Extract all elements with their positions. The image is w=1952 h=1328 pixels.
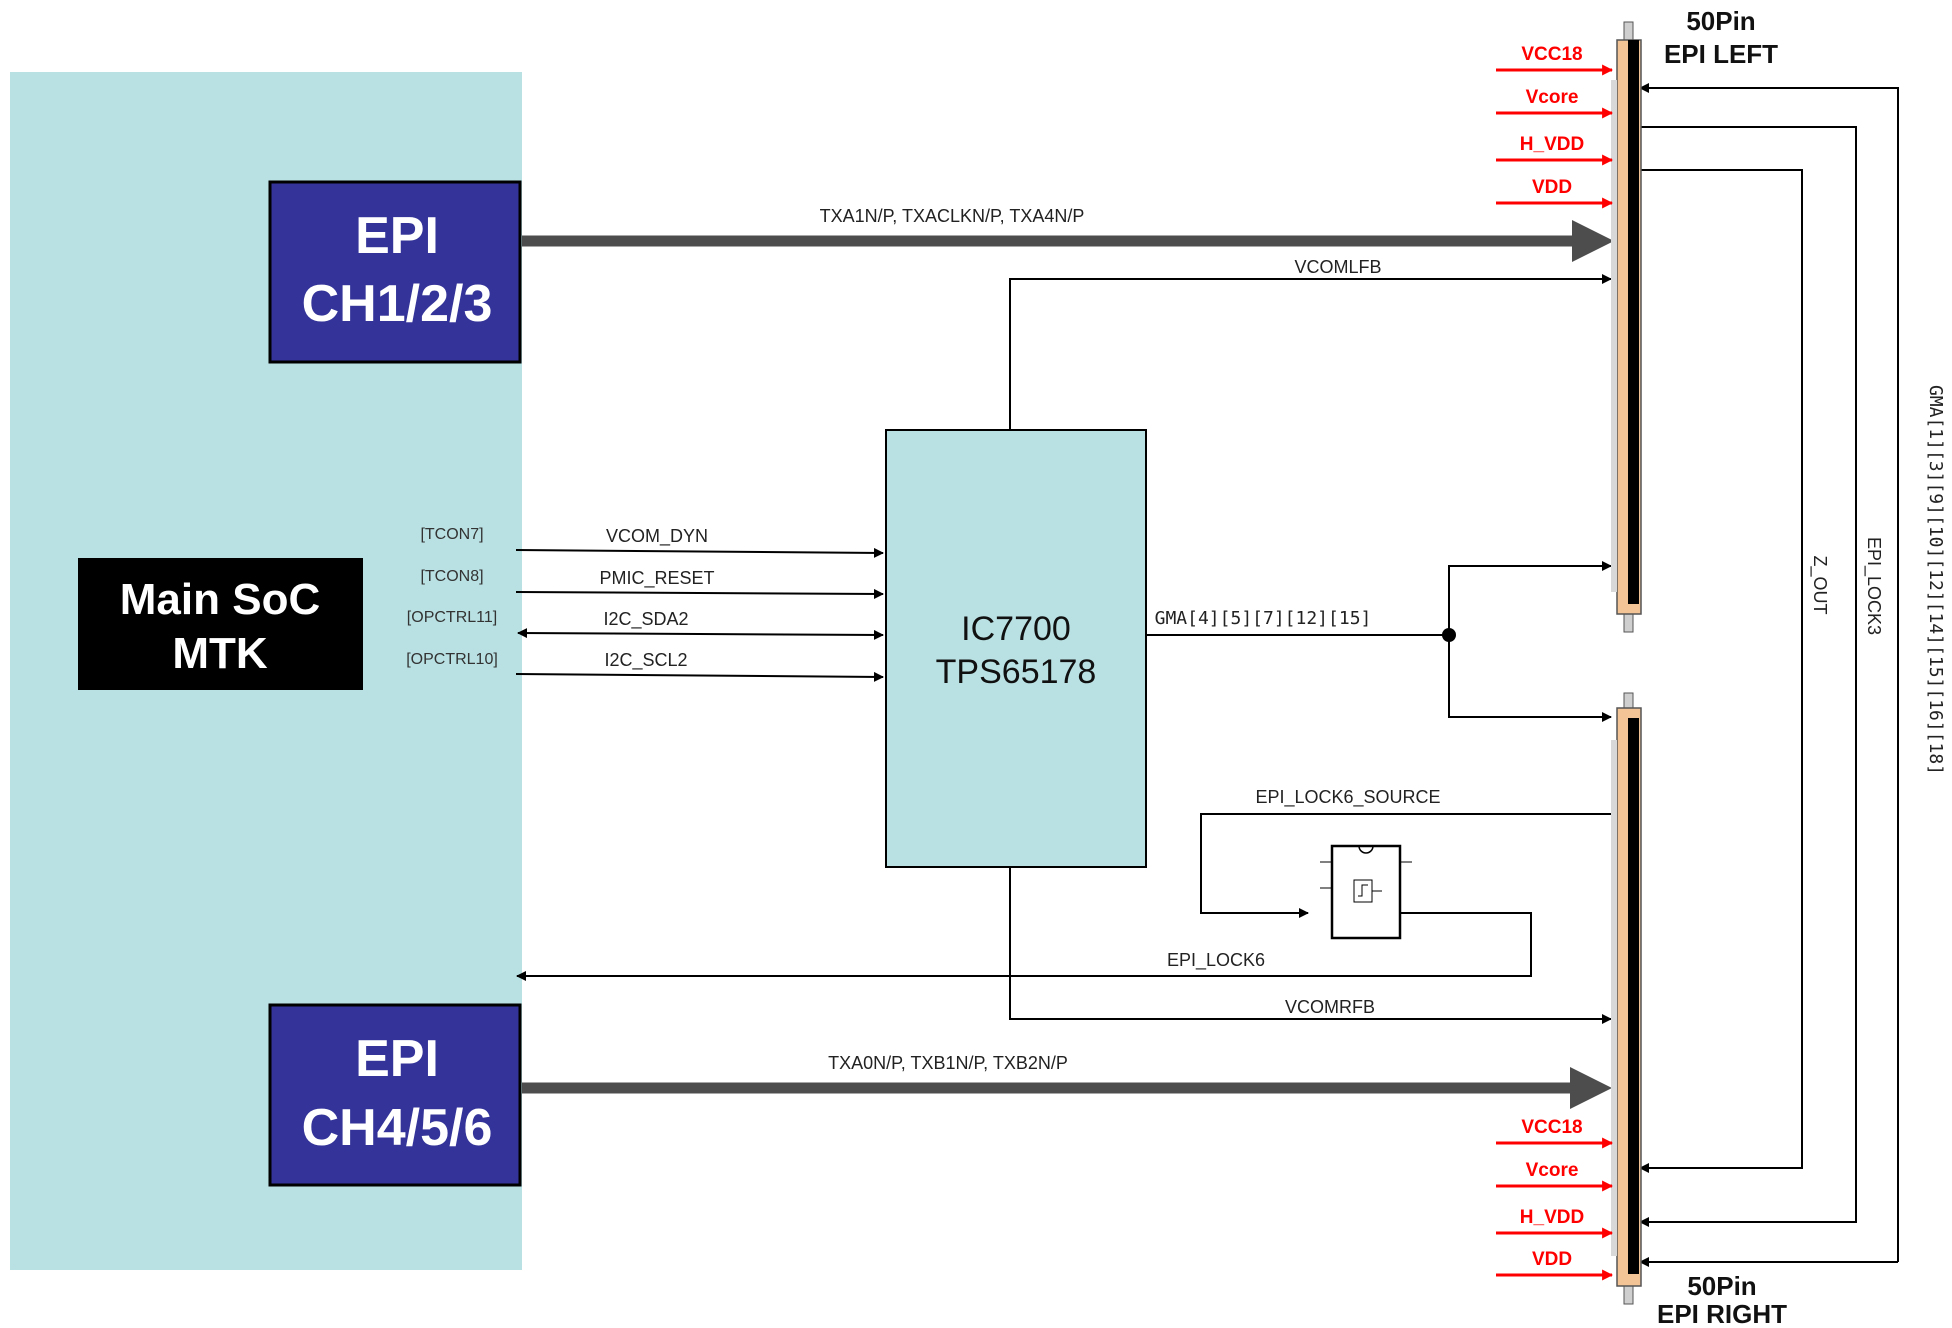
connector-left-line1: 50Pin [1686,6,1755,36]
sig-vcomrfb: VCOMRFB [1285,997,1375,1017]
epi-top-line1: EPI [355,207,439,265]
connector-epi-left: 50Pin EPI LEFT [1611,6,1778,633]
epi-bus-bottom: TXA0N/P, TXB1N/P, TXB2N/P [522,1053,1612,1109]
vcomrfb-net: VCOMRFB [1009,867,1612,1024]
power-label-vdd: VDD [1532,1249,1572,1270]
z-out-net: Z_OUT [1639,169,1830,1173]
power-label-h-vdd: H_VDD [1520,1207,1584,1228]
main-soc-line1: Main SoC [120,575,320,624]
epi-lock6-source-net: EPI_LOCK6_SOURCE [1200,787,1611,918]
epi-lock3-net: EPI_LOCK3 [1639,126,1884,1227]
pin-tcon8: [TCON8] [420,568,483,585]
power-label-vdd: VDD [1532,177,1572,198]
sig-epi-lock6-source: EPI_LOCK6_SOURCE [1255,787,1440,808]
epi-ch123-block: EPI CH1/2/3 [268,180,522,364]
connector-right-line2: EPI RIGHT [1657,1299,1787,1328]
epi-bottom-line1: EPI [355,1030,439,1088]
epi-ch456-block: EPI CH4/5/6 [268,1003,522,1187]
line-i2c-sda2 [517,628,884,640]
connector-right-line1: 50Pin [1687,1271,1756,1301]
sig-pmic-reset: PMIC_RESET [599,568,714,589]
connector-left-line2: EPI LEFT [1664,39,1778,69]
epi-bottom-line2: CH4/5/6 [302,1099,493,1157]
line-vcom-dyn [515,547,884,558]
sig-epi-lock6: EPI_LOCK6 [1167,950,1265,971]
pin-opctrl11: [OPCTRL11] [407,609,497,626]
power-label-vcore: Vcore [1526,1160,1579,1181]
power-label-vcc18: VCC18 [1521,44,1582,65]
epi-lock6-net: EPI_LOCK6 [516,912,1532,981]
sig-i2c-sda2: I2C_SDA2 [603,609,688,630]
power-label-vcore: Vcore [1526,87,1579,108]
pin-opctrl10: [OPCTRL10] [406,651,498,668]
gma-mid-net: GMA[4][5][7][12][15] [1146,561,1612,722]
pmic-line2: TPS65178 [936,653,1097,691]
epi-top-line2: CH1/2/3 [302,275,493,333]
main-soc-line2: MTK [172,629,268,678]
line-i2c-scl2 [515,671,884,682]
power-label-vcc18: VCC18 [1521,1117,1582,1138]
bus-bottom-label: TXA0N/P, TXB1N/P, TXB2N/P [828,1053,1068,1073]
sig-i2c-scl2: I2C_SCL2 [604,650,687,671]
vcomlfb-net: VCOMLFB [1009,257,1612,430]
pmic-line1: IC7700 [961,610,1071,648]
main-soc-label-block: Main SoC MTK [78,558,363,690]
pmic-ic7700-block: IC7700 TPS65178 [885,429,1147,868]
sig-vcom-dyn: VCOM_DYN [606,526,708,547]
epi-bus-top: TXA1N/P, TXACLKN/P, TXA4N/P [522,206,1614,262]
sig-z-out: Z_OUT [1809,555,1830,614]
line-pmic-reset [515,588,884,599]
bus-top-label: TXA1N/P, TXACLKN/P, TXA4N/P [820,206,1085,226]
pin-tcon7: [TCON7] [420,526,483,543]
connector-epi-right: 50Pin EPI RIGHT [1611,692,1787,1328]
power-label-h-vdd: H_VDD [1520,134,1584,155]
sig-gma-side: GMA[1][3][9][10][12][14][15][16][18] [1925,385,1946,775]
buffer-ic [1320,844,1412,940]
soc-pmic-signals: [TCON7] [TCON8] [OPCTRL11] [OPCTRL10] VC… [406,526,884,682]
gma-side-net: GMA[1][3][9][10][12][14][15][16][18] [1639,83,1946,1267]
sig-vcomlfb: VCOMLFB [1294,257,1381,277]
sig-epi-lock3: EPI_LOCK3 [1863,537,1884,635]
sig-gma-mid: GMA[4][5][7][12][15] [1155,608,1372,629]
